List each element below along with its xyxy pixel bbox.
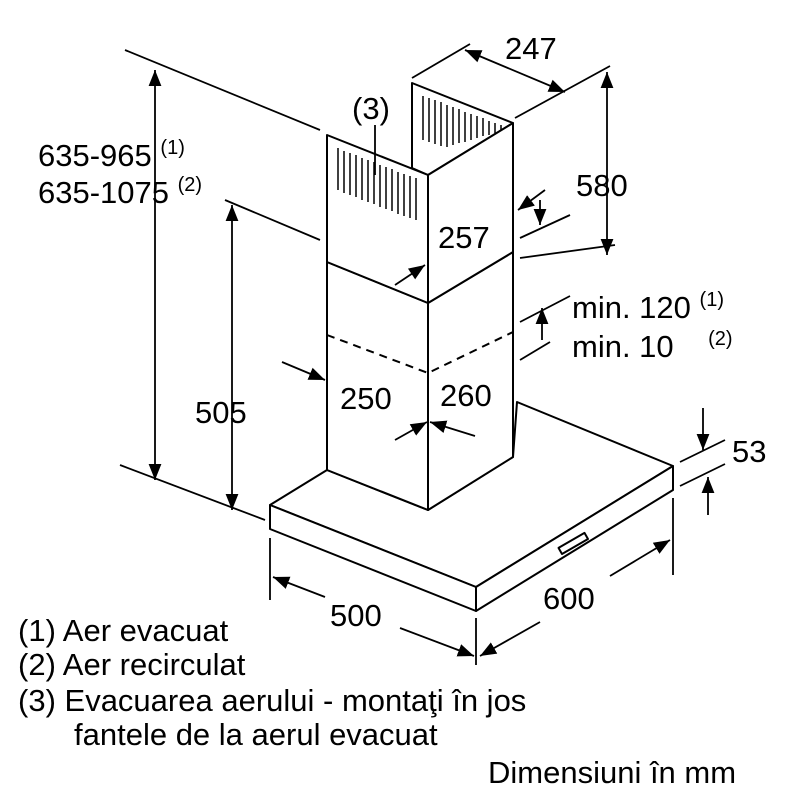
legend-item-1: (1) Aer evacuat: [18, 613, 229, 648]
dim-chimney-depth: 247: [505, 31, 557, 66]
dimension-lines: [119, 43, 726, 665]
legend-item-3-cont: fantele de la aerul evacuat: [74, 717, 438, 752]
units-note: Dimensiuni în mm: [488, 755, 737, 790]
dim-hood-width: 600: [543, 581, 595, 616]
dim-min-2: min. 10 (2): [572, 328, 733, 364]
dim-upper-height: 580: [576, 168, 628, 203]
hood-body: [269, 401, 674, 612]
dim-lower-width: 250: [340, 381, 392, 416]
lower-chimney: [326, 251, 514, 511]
dim-height-2: 635-1075 (2): [38, 174, 203, 210]
note-3-label: (3): [352, 91, 390, 126]
dim-lower-height: 505: [195, 395, 247, 430]
upper-chimney: [326, 82, 514, 304]
dim-min-1: min. 120 (1): [572, 289, 724, 325]
dim-upper-width: 257: [438, 220, 490, 255]
legend-item-2: (2) Aer recirculat: [18, 647, 246, 682]
vent-slots: [337, 96, 502, 220]
dim-hood-depth: 500: [330, 598, 382, 633]
dim-height-1: 635-965 (1): [38, 137, 185, 173]
dim-hood-thickness: 53: [732, 434, 767, 469]
control-panel: [557, 531, 589, 555]
dim-lower-depth: 260: [440, 378, 492, 413]
legend-item-3: (3) Evacuarea aerului - montaţi în jos: [18, 683, 527, 718]
